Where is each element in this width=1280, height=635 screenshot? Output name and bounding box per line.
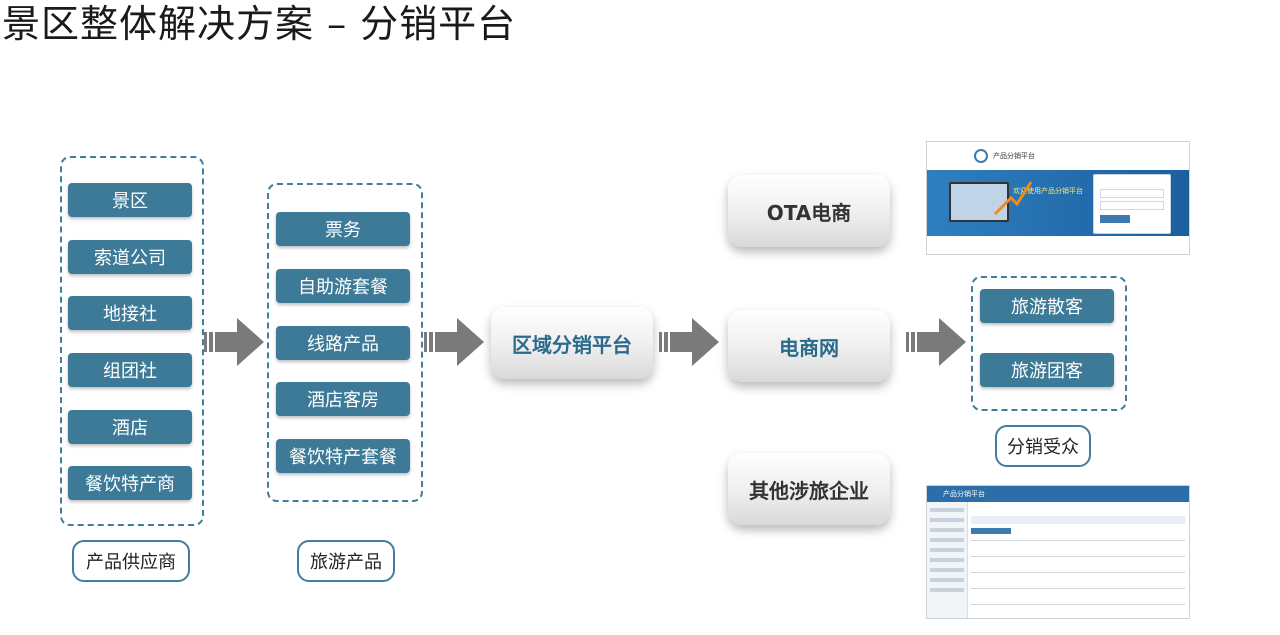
channel-ecommerce: 电商网 bbox=[728, 310, 890, 382]
product-box-self-tour: 自助游套餐 bbox=[276, 269, 410, 303]
arrow-icon bbox=[659, 318, 719, 366]
login-form bbox=[1093, 174, 1171, 234]
login-title: 产品分销平台 bbox=[993, 152, 1035, 160]
supplier-box-scenic: 景区 bbox=[68, 183, 192, 217]
product-box-routes: 线路产品 bbox=[276, 326, 410, 360]
page-title: 景区整体解决方案 – 分销平台 bbox=[2, 2, 517, 46]
supplier-label: 产品供应商 bbox=[72, 540, 190, 582]
product-box-food-packages: 餐饮特产套餐 bbox=[276, 439, 410, 473]
dashboard-title: 产品分销平台 bbox=[943, 490, 985, 498]
product-box-hotel-rooms: 酒店客房 bbox=[276, 382, 410, 416]
product-label: 旅游产品 bbox=[297, 540, 395, 582]
logo-icon bbox=[974, 149, 988, 163]
growth-arrow-icon bbox=[993, 181, 1033, 216]
audience-label: 分销受众 bbox=[995, 425, 1091, 467]
dashboard-sidebar bbox=[927, 502, 968, 618]
channel-ota: OTA电商 bbox=[728, 175, 890, 247]
login-banner: 欢迎使用产品分销平台 bbox=[1013, 187, 1083, 195]
product-group bbox=[267, 183, 423, 502]
product-box-tickets: 票务 bbox=[276, 212, 410, 246]
supplier-box-cableway: 索道公司 bbox=[68, 240, 192, 274]
arrow-icon bbox=[906, 318, 966, 366]
arrow-icon bbox=[204, 318, 264, 366]
supplier-box-local-agency: 地接社 bbox=[68, 296, 192, 330]
laptop-image bbox=[949, 182, 1009, 222]
arrow-icon bbox=[424, 318, 484, 366]
supplier-group bbox=[60, 156, 204, 526]
dashboard-table bbox=[971, 516, 1185, 616]
supplier-box-food: 餐饮特产商 bbox=[68, 466, 192, 500]
platform-node: 区域分销平台 bbox=[491, 307, 653, 379]
audience-box-group: 旅游团客 bbox=[980, 353, 1114, 387]
supplier-box-hotel: 酒店 bbox=[68, 410, 192, 444]
audience-group bbox=[971, 276, 1127, 411]
supplier-box-tour-operator: 组团社 bbox=[68, 353, 192, 387]
channel-other: 其他涉旅企业 bbox=[728, 453, 890, 525]
login-screenshot: 产品分销平台 欢迎使用产品分销平台 bbox=[926, 141, 1190, 255]
audience-box-individual: 旅游散客 bbox=[980, 289, 1114, 323]
dashboard-screenshot: 产品分销平台 bbox=[926, 485, 1190, 619]
